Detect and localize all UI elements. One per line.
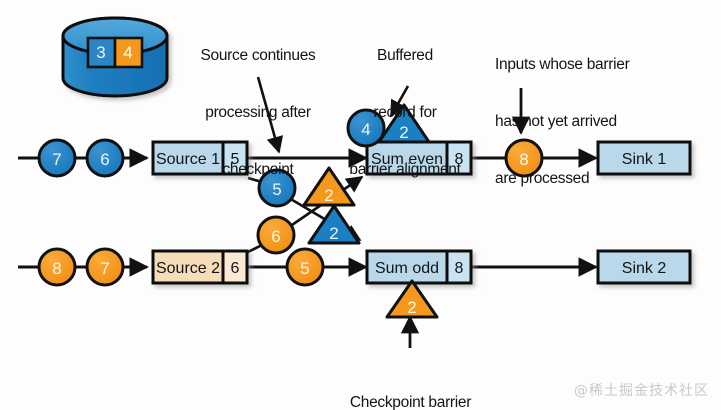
- leader-buffered-record: [389, 85, 410, 118]
- annotation-buffered-record-line-0: Buffered: [377, 47, 433, 64]
- annotation-source-continues-line-0: Source continues: [200, 47, 316, 64]
- task-sum-odd[interactable]: [365, 249, 473, 285]
- barrier-cross-blue: [307, 204, 361, 245]
- annotation-source-continues: Source continues processing after checkp…: [178, 8, 338, 217]
- annotation-barrier-arrived: Checkpoint barrier arrived at task: [333, 355, 488, 410]
- task-sink-2[interactable]: [596, 249, 692, 285]
- record-mid-6-orange: [256, 215, 296, 255]
- annotation-barrier-arrived-line-0: Checkpoint barrier: [349, 394, 472, 410]
- record-mid-5-orange: [285, 247, 325, 287]
- annotation-buffered-record-line-1: record for: [373, 104, 437, 121]
- annotation-source-continues-line-1: processing after: [205, 104, 311, 121]
- leader-source-continues: [256, 76, 284, 154]
- task-source-1[interactable]: [151, 140, 249, 176]
- annotation-inputs-not-arrived: Inputs whose barrier has not yet arrived…: [495, 17, 710, 226]
- record-out-8: [504, 138, 544, 178]
- annotation-buffered-record-line-2: barrier alignment: [349, 161, 461, 178]
- task-sink-1[interactable]: [596, 140, 692, 176]
- record-buffered-4: [346, 108, 386, 148]
- annotation-inputs-not-arrived-line-1: has not yet arrived: [495, 113, 617, 130]
- barrier-sum-even-top: [377, 103, 431, 144]
- record-in1-b: [85, 138, 125, 178]
- watermark: @稀土掘金技术社区: [574, 383, 709, 399]
- barrier-sum-odd-bottom: [385, 279, 439, 319]
- barrier-cross-orange: [302, 166, 356, 207]
- annotation-buffered-record: Buffered record for barrier alignment: [336, 8, 474, 217]
- record-mid-5-blue: [257, 168, 297, 208]
- state-store-cells: [86, 36, 144, 69]
- task-source-2[interactable]: [151, 249, 249, 285]
- annotation-inputs-not-arrived-line-2: are processed: [495, 170, 590, 187]
- record-in2-b: [85, 247, 125, 287]
- annotation-source-continues-line-2: checkpoint: [222, 161, 294, 178]
- annotation-inputs-not-arrived-line-0: Inputs whose barrier: [495, 56, 630, 73]
- record-in1-a: [37, 138, 77, 178]
- record-in2-a: [37, 247, 77, 287]
